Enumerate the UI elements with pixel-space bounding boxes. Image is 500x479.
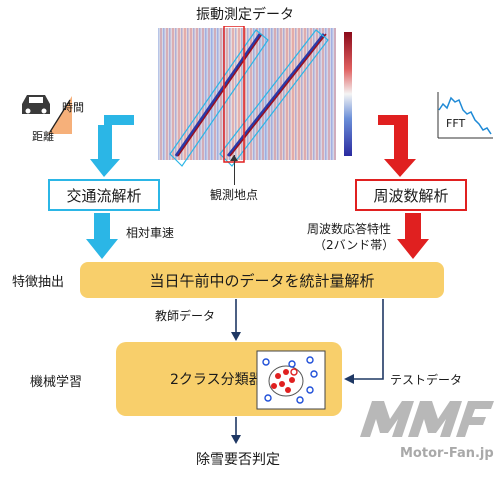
decision-arrowhead <box>231 435 241 444</box>
classifier-scatter-icon <box>256 350 326 410</box>
test-data-label: テストデータ <box>390 373 463 387</box>
observation-point-label: 観測地点 <box>210 188 259 202</box>
stats-analysis-box: 当日午前中のデータを統計量解析 <box>80 262 444 298</box>
classifier-label: 2クラス分類器 <box>170 372 263 388</box>
observation-pointer-head <box>230 155 238 161</box>
red-arrow-to-frequency <box>378 115 416 177</box>
stats-analysis-label: 当日午前中のデータを統計量解析 <box>149 271 375 290</box>
teacher-data-label: 教師データ <box>155 309 216 323</box>
observation-pointer <box>234 155 235 185</box>
cyan-arrow-to-traffic <box>90 115 134 177</box>
frequency-response-line2: （2バンド帯） <box>314 238 395 252</box>
diagram-title: 振動測定データ <box>196 7 294 23</box>
teacher-data-arrowhead <box>231 332 241 341</box>
decision-label: 除雪要否判定 <box>196 452 280 468</box>
machine-learning-label: 機械学習 <box>30 375 83 390</box>
legend-time: 時間 <box>62 101 84 114</box>
frequency-response-line1: 周波数応答特性 <box>307 222 392 236</box>
test-data-arrowhead <box>344 374 354 384</box>
vibration-heatmap <box>158 26 352 167</box>
fft-label: FFT <box>446 117 466 130</box>
watermark-logo <box>360 401 494 437</box>
frequency-analysis-label: 周波数解析 <box>373 186 449 205</box>
test-data-line <box>352 299 384 380</box>
frequency-analysis-box: 周波数解析 <box>355 179 467 211</box>
fft-spectrum-icon <box>437 92 493 139</box>
car-icon <box>22 95 72 134</box>
relative-speed-label: 相対車速 <box>126 226 175 240</box>
legend-distance: 距離 <box>32 130 54 143</box>
feature-extraction-label: 特徴抽出 <box>12 275 65 290</box>
cyan-arrow-to-stats <box>86 213 118 259</box>
traffic-analysis-box: 交通流解析 <box>48 179 160 211</box>
red-arrow-to-stats <box>397 213 429 259</box>
traffic-analysis-label: 交通流解析 <box>66 186 142 205</box>
watermark-text: Motor-Fan.jp <box>400 446 494 461</box>
